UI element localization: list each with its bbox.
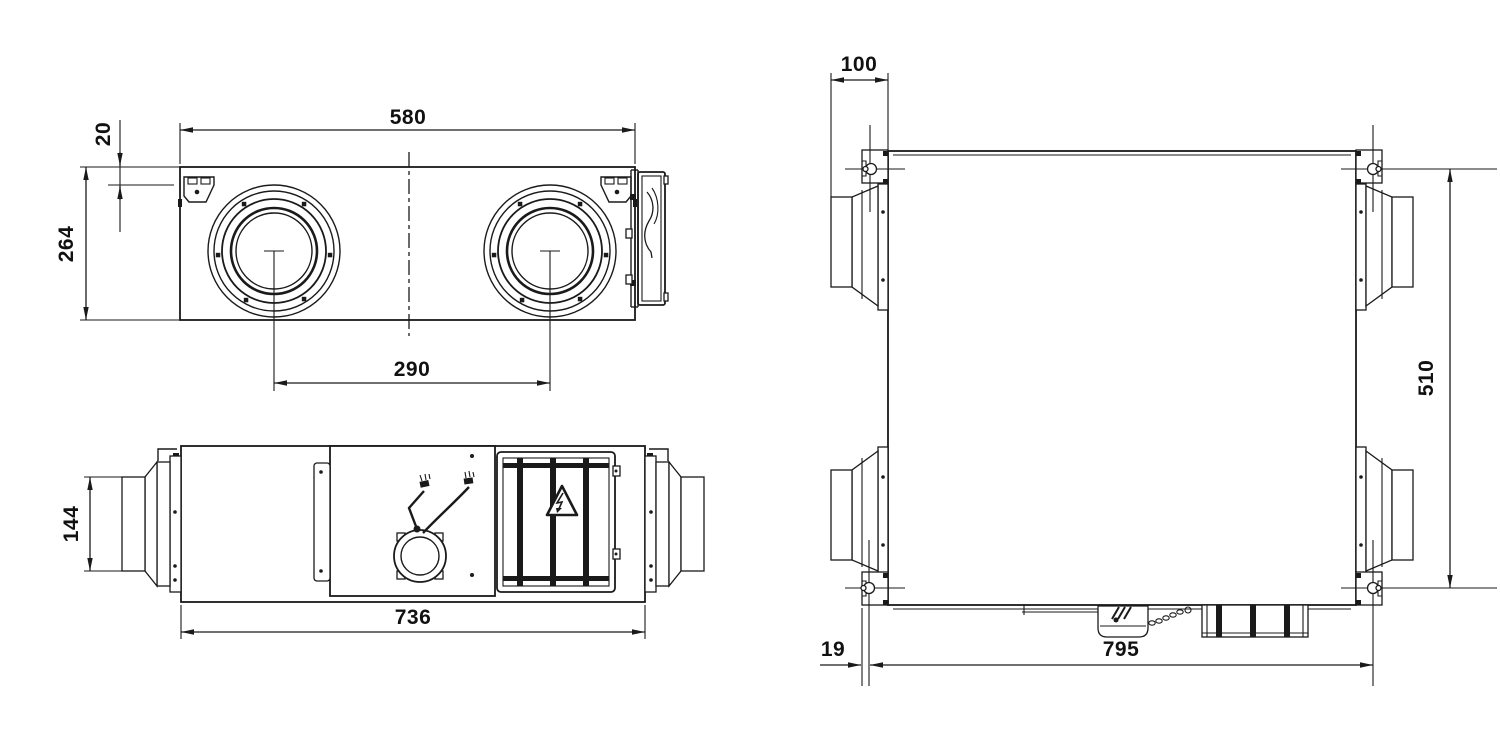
dim-label-front-height: 264 [55, 226, 78, 263]
front-view: 580 264 20 [55, 106, 669, 391]
side-view: 144 736 [60, 445, 705, 639]
dim-label-plan-horizontal-spacing: 795 [1103, 638, 1140, 661]
dim-label-front-top-offset: 20 [92, 122, 115, 146]
front-side-spigot-edge [625, 169, 669, 308]
dim-label-front-port-spacing: 290 [394, 358, 431, 381]
cable-left [407, 473, 431, 530]
dim-label-front-width: 580 [390, 106, 427, 129]
plan-duct-right-bottom [1355, 446, 1414, 574]
plan-body [887, 150, 1357, 606]
plan-duct-left-top [830, 183, 889, 311]
dim-label-side-length: 736 [395, 606, 432, 629]
dim-side-spigot-height: 144 [60, 476, 122, 572]
mount-bracket-bottom-left [845, 540, 905, 686]
edge-tick-right [633, 199, 637, 207]
drain-chain [1148, 606, 1192, 626]
side-spigot-left [121, 448, 182, 593]
plan-duct-right-top [1355, 183, 1414, 311]
hinge-strip [313, 462, 331, 582]
dim-side-length: 736 [180, 605, 646, 639]
edge-tick-left [178, 199, 182, 207]
electrical-cover [496, 451, 621, 593]
bottom-ledge [1022, 604, 1098, 615]
electric-hazard-icon [545, 484, 579, 517]
dim-label-plan-protrusion: 100 [841, 53, 878, 76]
mount-bracket-top-right [1341, 125, 1497, 212]
front-casing [179, 166, 636, 321]
plan-view: 100 510 19 795 [820, 53, 1497, 686]
mount-bracket-bottom-right [1341, 540, 1497, 686]
mount-bracket-top-left [845, 125, 905, 212]
dim-plan-horizontal-spacing: 795 [870, 638, 1373, 668]
dim-plan-spigot-protrusion: 100 [830, 53, 889, 197]
dim-front-height: 264 [55, 166, 180, 321]
condensate-drain [1097, 605, 1192, 638]
terminal-box [1201, 604, 1309, 638]
dim-label-side-spigot-height: 144 [60, 506, 83, 543]
dim-label-plan-hole-offset: 19 [821, 638, 845, 661]
dim-plan-vertical-spacing: 510 [1415, 169, 1453, 588]
front-corner-bracket-left [183, 176, 215, 203]
dim-front-port-spacing: 290 [273, 251, 551, 391]
dim-plan-hole-offset: 19 [820, 638, 861, 668]
side-spigot-right [644, 448, 705, 593]
dim-label-plan-vertical-spacing: 510 [1415, 360, 1438, 397]
cable-gland [393, 470, 475, 583]
cable-right [422, 470, 475, 534]
dim-front-top-offset: 20 [92, 120, 174, 232]
dim-front-width: 580 [179, 106, 636, 164]
plan-duct-left-bottom [830, 446, 889, 574]
